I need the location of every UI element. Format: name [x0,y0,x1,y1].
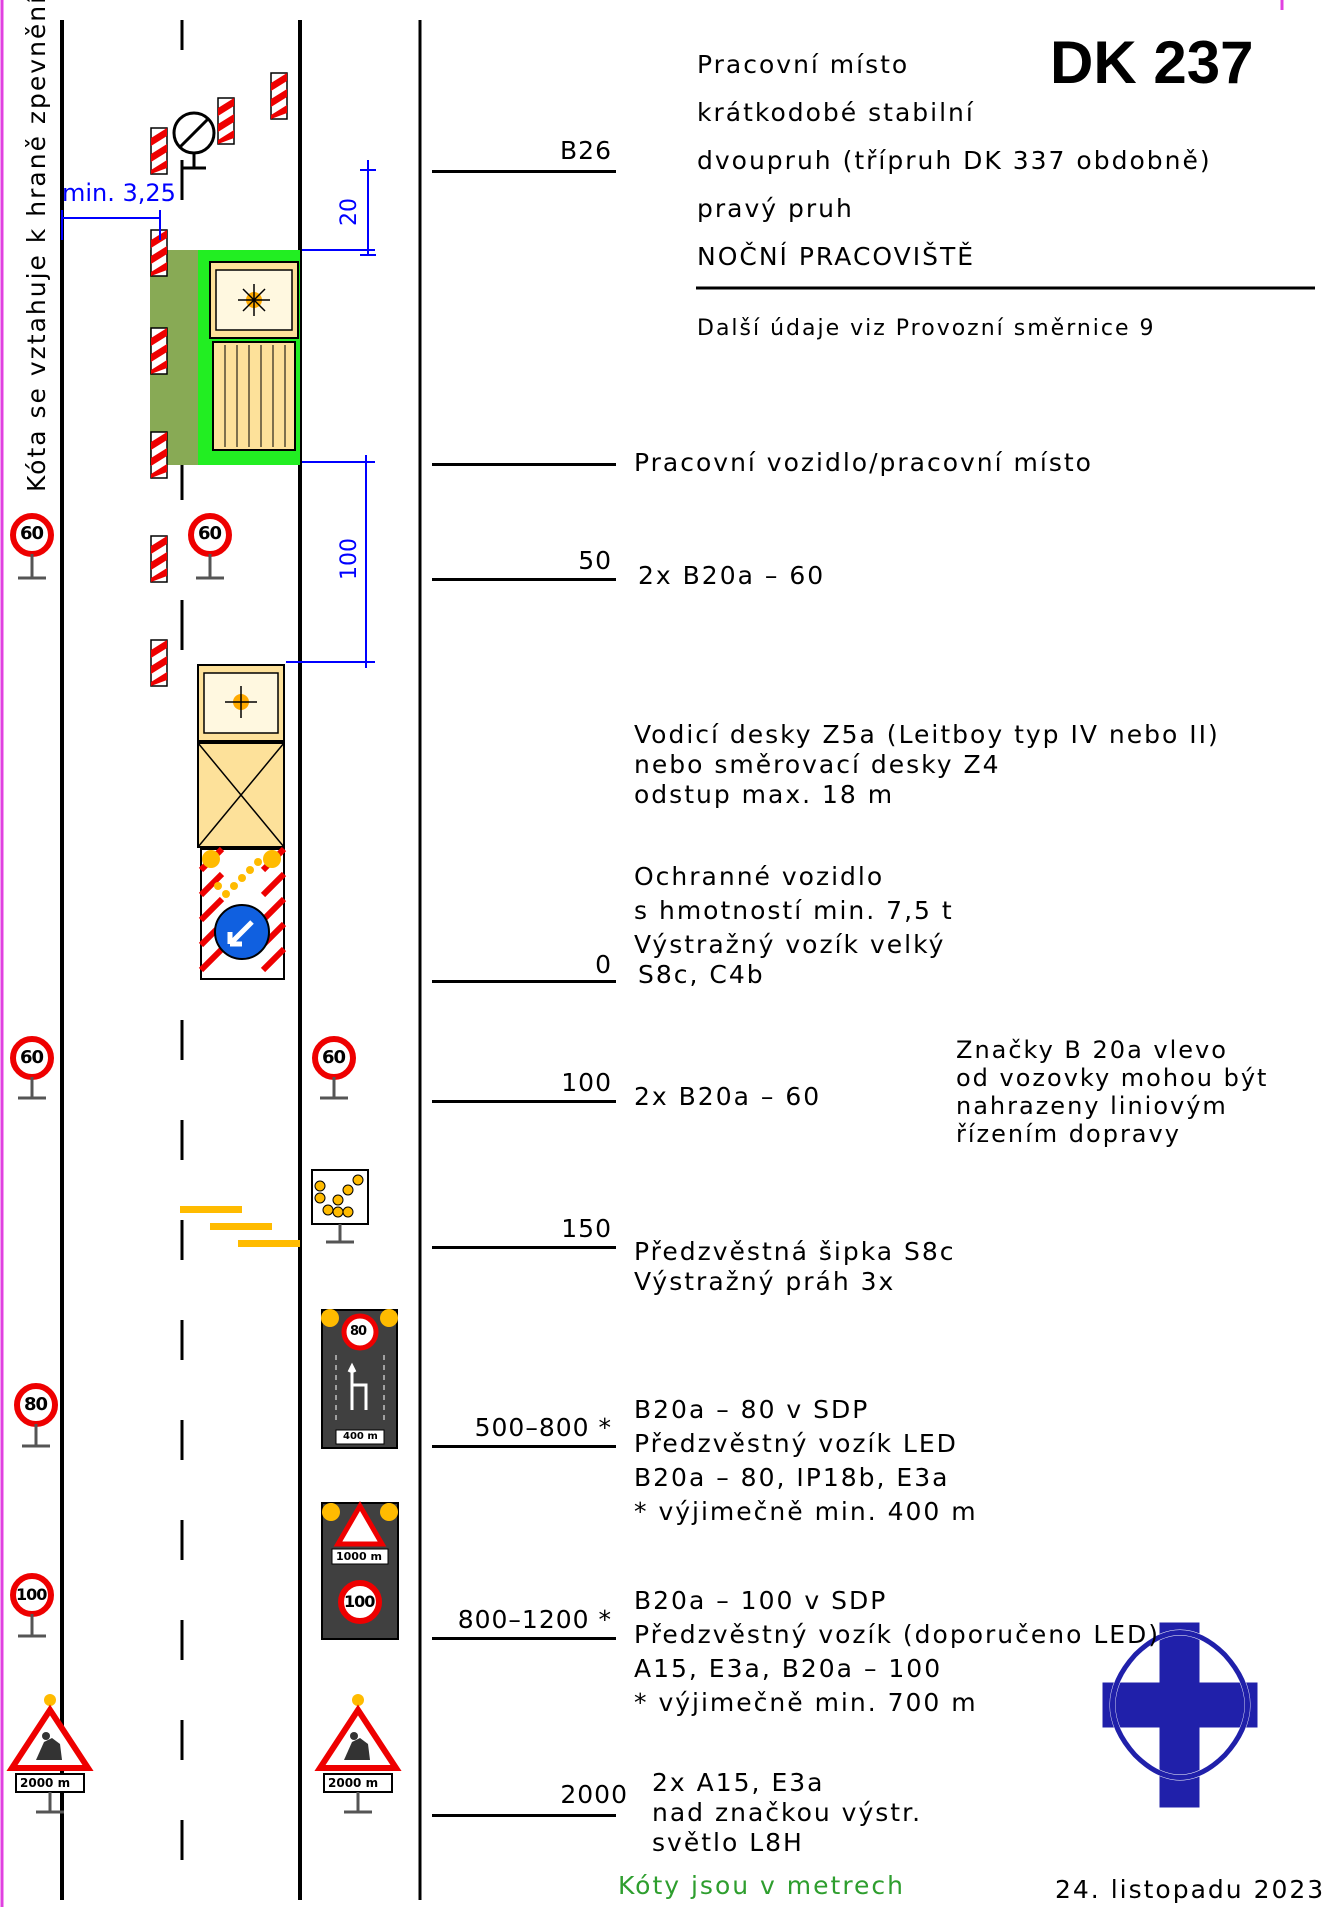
trailer-80-label: 80 [350,1324,367,1339]
plate-2000-label: 2000 m [328,1776,379,1790]
station-label: B20a – 80, IP18b, E3a [634,1463,950,1492]
station-line [432,980,616,983]
gap-top-label: 20 [337,198,362,226]
title-line: dvoupruh (třípruh DK 337 obdobně) [697,146,1212,175]
station-label: Výstražný vozík velký [634,930,946,959]
station-label: * výjimečně min. 400 m [634,1497,978,1526]
station-line [432,463,616,466]
trailer-100-label: 100 [344,1592,375,1611]
title-line: Pracovní místo [697,50,910,79]
gap-vehicle-label: 100 [337,538,362,580]
warning-thresholds [180,1206,300,1247]
side-note-line: řízením dopravy [956,1120,1181,1148]
station-distance: 500–800 * [474,1413,612,1442]
led-trailer-80 [321,1309,398,1449]
station-distance: 50 [578,546,612,575]
protective-vehicle [197,664,285,848]
work-vehicle [209,261,299,451]
station-label: Vodicí desky Z5a (Leitboy typ IV nebo II… [634,720,1220,749]
warning-trailer [198,846,287,980]
arrow-board-sign [311,1169,369,1244]
station-distance: 100 [561,1068,612,1097]
station-label: B20a – 100 v SDP [634,1586,888,1615]
roadworks-sign-right [314,1694,402,1814]
station-label: Výstražný práh 3x [634,1267,896,1296]
units-note: Kóty jsou v metrech [618,1871,906,1900]
station-line [432,1100,616,1103]
title-line: krátkodobé stabilní [697,98,975,127]
station-label: s hmotností min. 7,5 t [634,896,954,925]
side-label: Kóta se vztahuje k hraně zpevnění [22,0,51,492]
station-label: odstup max. 18 m [634,780,895,809]
station-distance: 150 [561,1214,612,1243]
station-distance: 0 [595,950,612,979]
date-label: 24. listopadu 2023 [1055,1875,1325,1904]
warning-trailer-100 [321,1501,399,1640]
header-note: Další údaje viz Provozní směrnice 9 [697,316,1156,341]
station-label: nebo směrovací desky Z4 [634,750,1001,779]
sign-60-label: 60 [20,523,44,544]
station-line [432,1814,616,1817]
station-label: Předzvěstná šipka S8c [634,1237,956,1266]
station-distance: 800–1200 * [457,1605,612,1634]
speed-sign-80-left [14,1383,58,1448]
station-label: 2x B20a – 60 [638,561,826,590]
sign-80-label: 80 [24,1394,48,1415]
station-line [432,578,616,581]
speed-sign-60-left-a [10,513,54,580]
speed-sign-100-left [10,1573,54,1638]
min-width-label: min. 3,25 [62,179,176,207]
sign-100-label: 100 [16,1585,47,1604]
end-restrictions-sign [172,111,216,170]
speed-sign-60-mid-a [188,513,232,580]
plate-2000-label: 2000 m [20,1776,71,1790]
station-label: Předzvěstný vozík LED [634,1429,958,1458]
sign-60-label: 60 [322,1047,346,1068]
title-line: NOČNÍ PRACOVIŠTĚ [697,242,976,271]
speed-sign-60-left-b [10,1036,54,1100]
highway-logo [1102,1622,1258,1808]
station-distance: 2000 [560,1780,628,1809]
document-code: DK 237 [1050,29,1254,96]
station-label: světlo L8H [652,1828,804,1857]
dimension-lines [61,160,376,668]
side-note-line: nahrazeny liniovým [956,1092,1228,1120]
station-label: nad značkou výstr. [652,1798,923,1827]
station-label: 2x B20a – 60 [634,1082,822,1111]
title-line: pravý pruh [697,194,854,223]
station-label: Pracovní vozidlo/pracovní místo [634,448,1093,477]
sign-60-label: 60 [198,523,222,544]
speed-sign-60-right-b [312,1036,356,1100]
barrier-boards [150,72,288,687]
sign-60-label: 60 [20,1047,44,1068]
station-label: Předzvěstný vozík (doporučeno LED) [634,1620,1161,1649]
station-label: * výjimečně min. 700 m [634,1688,978,1717]
plate-1000-label: 1000 m [336,1550,382,1563]
side-note-line: Značky B 20a vlevo [956,1036,1228,1064]
roadworks-sign-left [6,1694,94,1814]
station-line [432,1637,616,1640]
station-label: 2x A15, E3a [652,1768,825,1797]
station-label: A15, E3a, B20a – 100 [634,1654,943,1683]
station-line [432,1246,616,1249]
plate-400-label: 400 m [343,1431,378,1442]
station-line [432,1445,616,1448]
station-label: Ochranné vozidlo [634,862,885,891]
station-label: B20a – 80 v SDP [634,1395,870,1424]
station-line [432,170,616,173]
side-note-line: od vozovky mohou být [956,1064,1269,1092]
station-label: S8c, C4b [638,960,765,989]
station-distance: B26 [560,136,612,165]
